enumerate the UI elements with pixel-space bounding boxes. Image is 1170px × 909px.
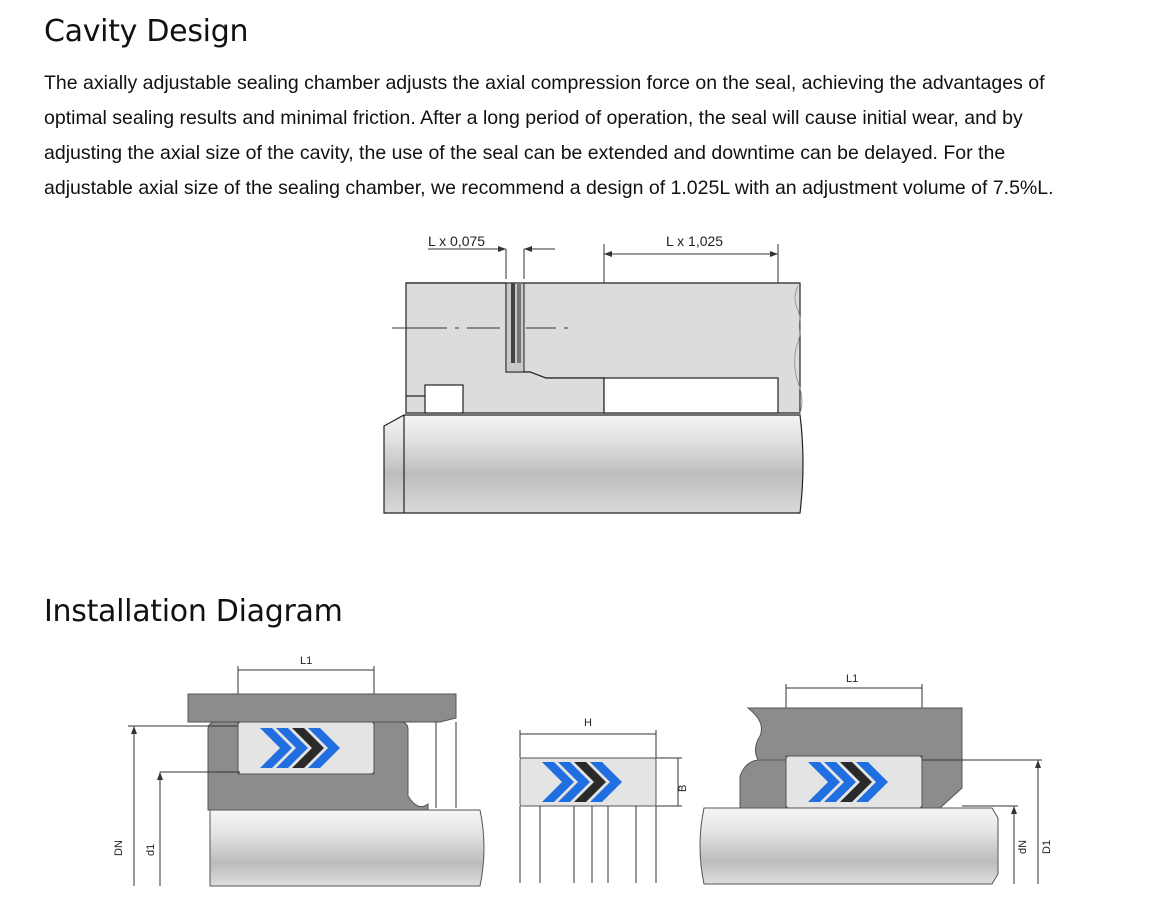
dim-length-label: L x 1,025 [666,233,723,249]
cavity-design-paragraph: The axially adjustable sealing chamber a… [44,66,1134,206]
left-assembly: L1 DN d1 [113,655,485,887]
middle-H-label: H [584,717,592,729]
installation-diagram-heading: Installation Diagram [44,594,343,629]
left-d1-label: d1 [145,844,157,856]
paragraph-line-4: adjustable axial size of the sealing cha… [44,177,1054,199]
right-D1-label: D1 [1041,840,1053,854]
middle-seal: H B [519,717,689,883]
paragraph-line-3: adjusting the axial size of the cavity, … [44,142,1006,164]
paragraph-line-2: optimal sealing results and minimal fric… [44,107,1023,129]
left-DN-label: DN [113,840,125,856]
installation-diagram: L1 DN d1 H B [113,655,1053,887]
cavity-design-diagram: L x 0,075 L x 1,025 [383,233,804,514]
right-assembly: L1 dN D1 [699,673,1053,885]
seal-element [505,282,525,373]
paragraph-line-1: The axially adjustable sealing chamber a… [44,72,1045,94]
cavity-design-heading: Cavity Design [44,14,249,49]
housing [405,282,803,414]
left-L1-label: L1 [300,655,312,667]
dim-gap-label: L x 0,075 [428,233,485,249]
shaft [383,414,804,514]
right-dN-label: dN [1017,840,1029,854]
right-L1-label: L1 [846,673,858,685]
middle-B-label: B [677,785,689,792]
